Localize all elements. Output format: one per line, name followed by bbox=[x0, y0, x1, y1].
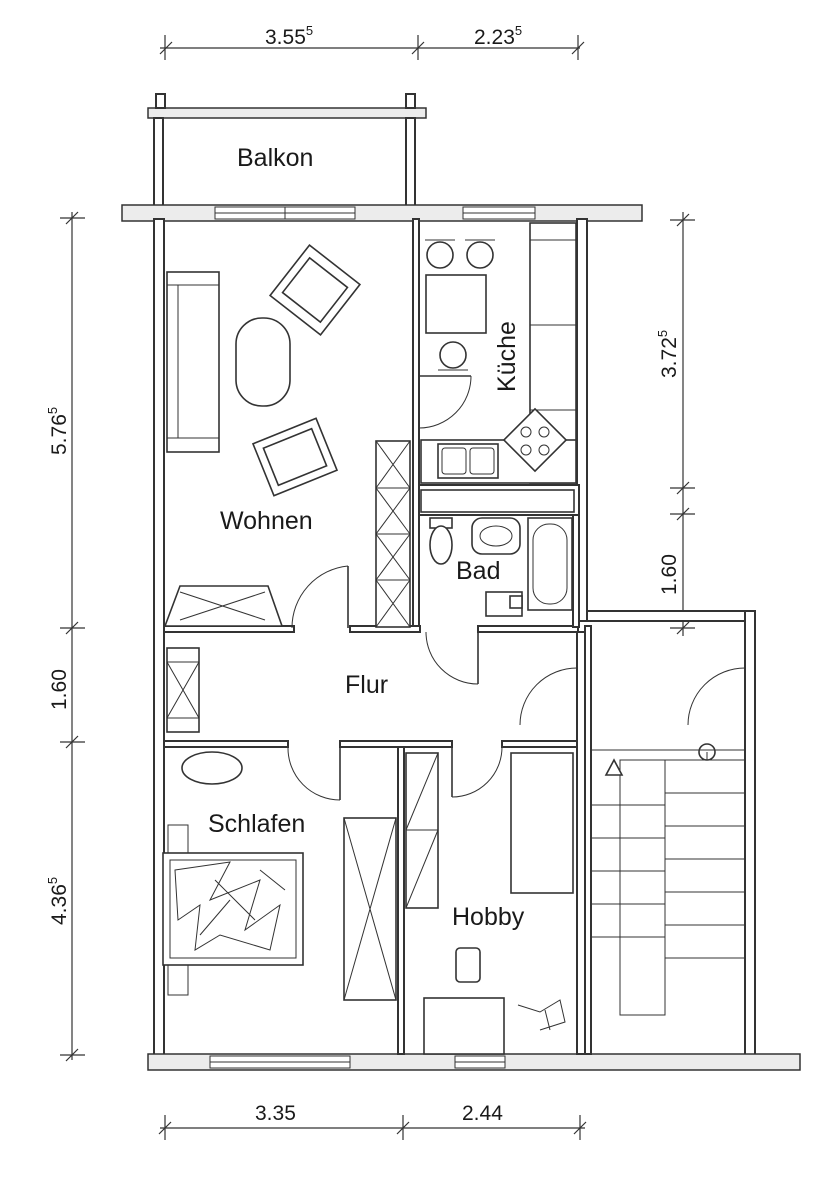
doors bbox=[287, 375, 746, 801]
room-label-balkon: Balkon bbox=[237, 144, 313, 172]
hobby-furniture bbox=[405, 752, 574, 1055]
room-label-bad: Bad bbox=[456, 557, 500, 585]
bathroom-fixtures bbox=[420, 489, 575, 617]
staircase bbox=[591, 743, 745, 1016]
dim-top-right: 2.235 bbox=[474, 23, 522, 49]
dim-right-upper: 3.725 bbox=[655, 330, 681, 378]
dim-right-lower: 1.60 bbox=[658, 554, 681, 595]
dim-bottom-right: 2.44 bbox=[462, 1102, 503, 1125]
room-label-wohnen: Wohnen bbox=[220, 507, 313, 535]
bedroom-furniture bbox=[162, 751, 397, 1001]
wohnen-furniture bbox=[163, 243, 411, 628]
room-label-flur: Flur bbox=[345, 671, 388, 699]
balcony-railing bbox=[147, 93, 427, 209]
room-label-schlafen: Schlafen bbox=[208, 810, 305, 838]
dim-left-lower: 4.365 bbox=[45, 877, 71, 925]
dim-left-upper: 5.765 bbox=[45, 407, 71, 455]
dimension-lines bbox=[60, 35, 695, 1140]
room-label-kueche: Küche bbox=[493, 321, 521, 392]
hallway-furniture bbox=[166, 647, 200, 733]
outer-walls bbox=[121, 204, 801, 1071]
room-label-hobby: Hobby bbox=[452, 903, 525, 931]
dim-bottom-left: 3.35 bbox=[255, 1102, 296, 1125]
dim-top-left: 3.555 bbox=[265, 23, 313, 49]
kitchen-furniture bbox=[420, 222, 577, 484]
dim-left-middle: 1.60 bbox=[48, 669, 71, 710]
